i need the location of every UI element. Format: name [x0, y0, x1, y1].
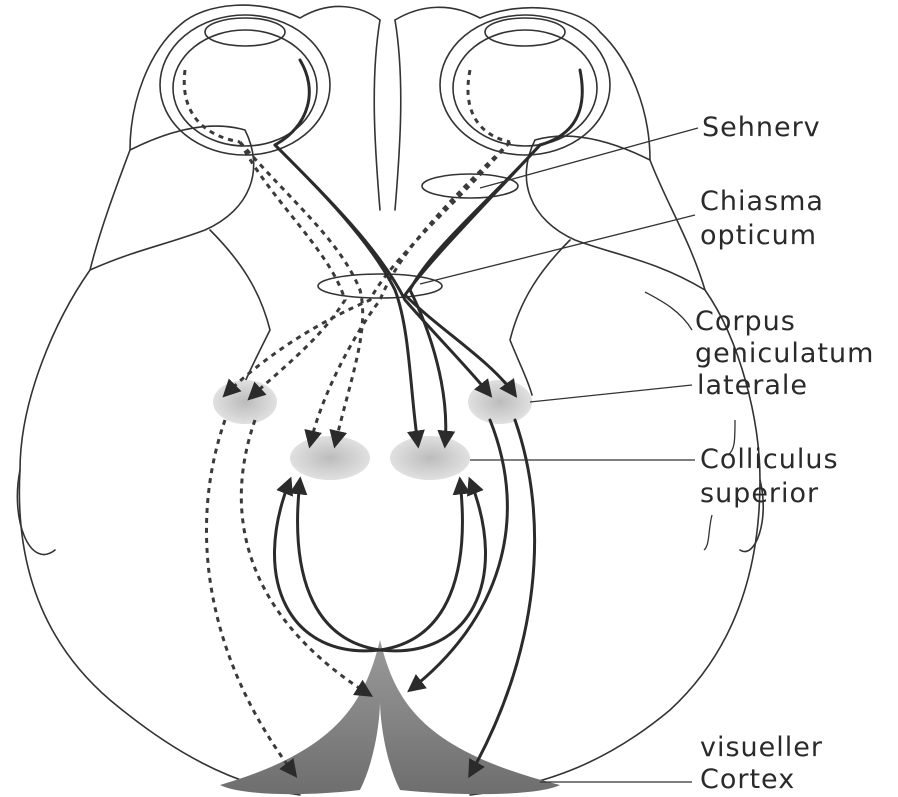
label-cortex-line2: Cortex	[700, 764, 795, 796]
label-lgn-line1: Corpus	[695, 306, 796, 338]
left-eye	[160, 15, 330, 155]
superior-colliculus-left	[290, 436, 370, 480]
label-sc-line1: Colliculus	[700, 444, 839, 476]
lgn-right	[468, 380, 532, 424]
label-cortex-line1: visueller	[700, 732, 823, 764]
label-chiasm-line2: opticum	[700, 220, 817, 252]
visual-cortex	[220, 640, 560, 794]
right-eye	[440, 15, 610, 155]
superior-colliculus-right	[390, 436, 470, 480]
lgn-left	[213, 380, 277, 424]
label-lgn-line3: laterale	[697, 370, 808, 402]
label-lgn-line2: geniculatum	[695, 338, 874, 370]
label-chiasm-line1: Chiasma	[700, 186, 824, 218]
label-optic-nerve: Sehnerv	[702, 112, 821, 144]
label-sc-line2: superior	[700, 478, 819, 510]
